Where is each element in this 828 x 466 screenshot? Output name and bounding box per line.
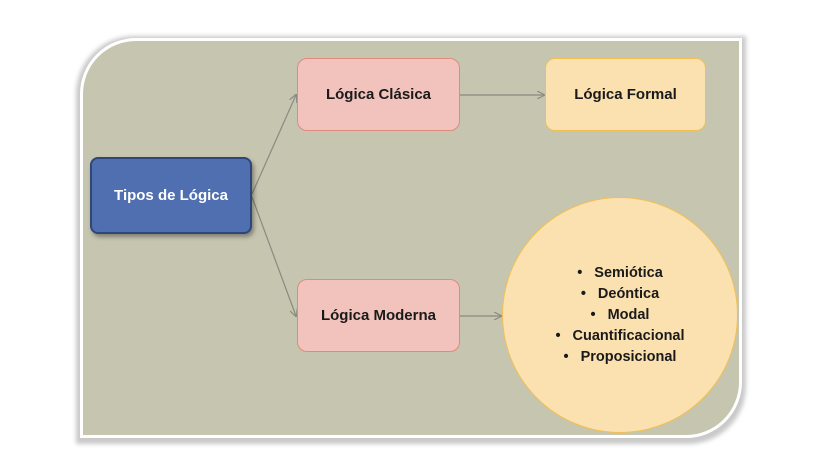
node-logica-formal-label: Lógica Formal	[574, 86, 677, 103]
connector-root-to-moderna	[251, 196, 296, 316]
connector-root-to-clasica	[251, 95, 296, 195]
node-tipos-de-logica: Tipos de Lógica	[90, 157, 252, 234]
node-logica-moderna: Lógica Moderna	[297, 279, 460, 352]
bullet-icon: •	[590, 306, 596, 323]
list-item: •Deóntica	[555, 284, 684, 305]
list-item: •Semiótica	[555, 263, 684, 284]
node-logica-clasica: Lógica Clásica	[297, 58, 460, 131]
bullet-icon: •	[580, 285, 586, 302]
node-logica-clasica-label: Lógica Clásica	[325, 86, 432, 103]
node-moderna-types-circle: •Semiótica •Deóntica •Modal •Cuantificac…	[502, 197, 738, 433]
bullet-icon: •	[577, 264, 583, 281]
node-tipos-de-logica-label: Tipos de Lógica	[114, 187, 228, 204]
list-item: •Cuantificacional	[555, 326, 684, 347]
bullet-icon: •	[563, 348, 569, 365]
node-logica-formal: Lógica Formal	[545, 58, 706, 131]
moderna-types-list: •Semiótica •Deóntica •Modal •Cuantificac…	[555, 263, 684, 368]
bullet-icon: •	[555, 327, 561, 344]
list-item: •Proposicional	[555, 347, 684, 368]
node-logica-moderna-label: Lógica Moderna	[320, 307, 436, 324]
list-item: •Modal	[555, 305, 684, 326]
